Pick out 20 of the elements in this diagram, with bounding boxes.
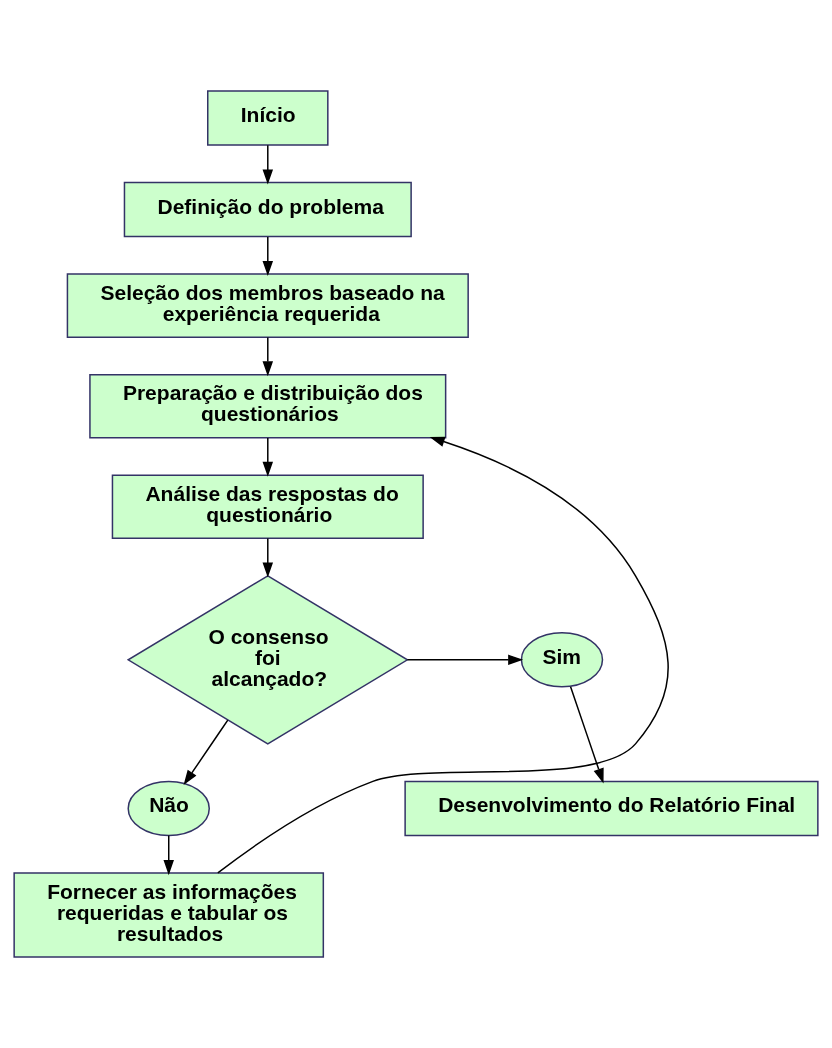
arrow xyxy=(406,654,524,666)
arrow xyxy=(262,144,274,185)
arrow xyxy=(262,336,274,377)
node-box: Preparação e distribuição dos questionários xyxy=(89,373,447,439)
arrow xyxy=(183,719,229,786)
node-ellipse: Sim xyxy=(520,632,604,688)
arrow xyxy=(569,685,604,784)
node-ellipse: Não xyxy=(127,780,210,837)
node-box: Definição do problema xyxy=(123,181,412,238)
node-diamond: O consenso foi alcançado? xyxy=(126,574,409,745)
node-box: Análise das respostas do questionário xyxy=(111,474,424,539)
node-box: Seleção dos membros baseado na experiência requerida xyxy=(66,273,469,338)
arrow xyxy=(262,236,274,276)
node-box: Fornecer as informações requeridas e tabular os resultados xyxy=(13,872,325,958)
arrow xyxy=(262,537,274,578)
arrow xyxy=(163,834,174,876)
node-box: Desenvolvimento do Relatório Final xyxy=(404,780,819,837)
arrow xyxy=(217,436,669,874)
node-box: Início xyxy=(207,90,329,146)
arrow xyxy=(262,437,274,477)
